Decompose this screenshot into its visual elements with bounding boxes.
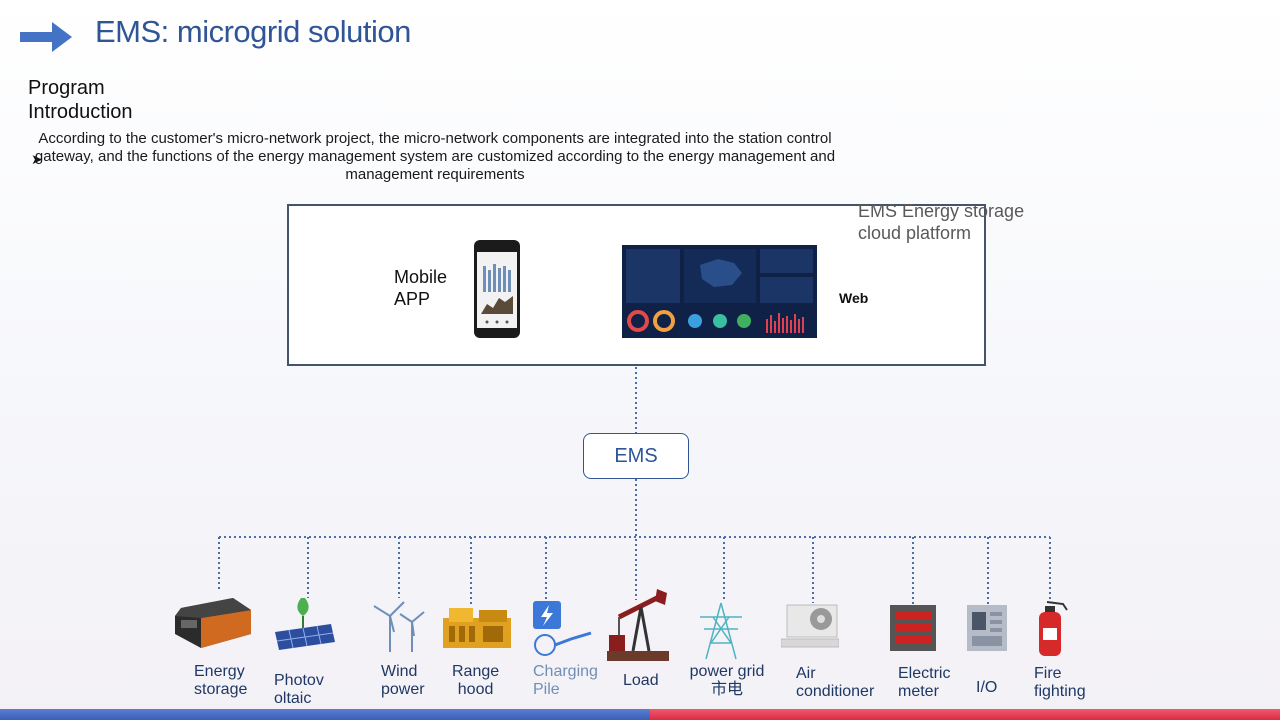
device-label-range-hood: Range hood: [452, 663, 499, 699]
device-label-line2: 市电: [710, 681, 743, 698]
power-tower-icon: [700, 602, 742, 660]
mobile-label-line1: Mobile: [394, 267, 448, 287]
device-label-io: I/O: [976, 679, 997, 697]
device-label-charging-pile: Charging Pile: [533, 663, 598, 699]
fire-extinguisher-icon: [1039, 601, 1068, 656]
device-label-fire-fighting: Fire fighting: [1034, 665, 1086, 701]
device-label-line1: Load: [623, 672, 659, 689]
device-label-energy-storage: Energy storage: [194, 663, 247, 699]
bullet-arrow-icon: ➤: [31, 151, 43, 167]
web-dashboard-image: [622, 245, 817, 338]
device-label-line1: power grid: [689, 663, 765, 680]
charging-pile-icon: [533, 601, 592, 656]
solar-panel-icon: [275, 598, 335, 650]
footer-bar-red: [650, 709, 1280, 720]
mobile-label-line2: APP: [394, 289, 431, 309]
battery-icon: [175, 598, 251, 648]
device-label-line2: storage: [194, 681, 248, 698]
ems-label: EMS: [614, 444, 658, 467]
phone-icon: [474, 240, 520, 338]
device-label-line2: meter: [898, 683, 939, 700]
device-label-line2: hood: [457, 681, 494, 698]
device-label-line2: Pile: [533, 681, 560, 698]
page-title: EMS: microgrid solution: [95, 14, 411, 49]
ems-node: EMS: [583, 433, 689, 479]
intro-heading: Program Introduction: [28, 76, 133, 124]
device-label-line2: power: [381, 681, 425, 698]
intro-heading-line1: Program: [28, 77, 105, 99]
device-label-line1: I/O: [976, 679, 998, 696]
device-label-photovoltaic: Photov oltaic: [274, 672, 324, 708]
device-label-line1: Wind: [381, 663, 418, 680]
generator-icon: [443, 608, 511, 648]
phone-screen: [477, 252, 517, 328]
platform-label: EMS Energy storage cloud platform: [858, 200, 1024, 244]
device-label-line1: Range: [452, 663, 500, 680]
device-label-line1: Fire: [1034, 665, 1062, 682]
intro-description: According to the customer's micro-networ…: [34, 130, 836, 183]
arrow-right-icon: [20, 22, 72, 52]
io-module-icon: [967, 605, 1007, 651]
device-label-line2: oltaic: [274, 690, 312, 707]
device-label-line1: Energy: [194, 663, 245, 680]
device-label-power-grid: power grid 市电: [688, 663, 766, 699]
mobile-app-label: Mobile APP: [394, 266, 447, 310]
device-label-load: Load: [623, 672, 659, 690]
device-label-line1: Charging: [533, 663, 598, 680]
footer-bar-blue: [0, 709, 650, 720]
platform-label-line2: cloud platform: [858, 223, 972, 243]
device-label-line1: Electric: [898, 665, 951, 682]
device-label-air-conditioner: Air conditioner: [796, 665, 874, 701]
wind-turbine-icon: [373, 601, 425, 652]
air-conditioner-icon: [781, 604, 839, 648]
device-label-line2: conditioner: [796, 683, 875, 700]
device-label-line1: Photov: [274, 672, 324, 689]
device-label-wind-power: Wind power: [381, 663, 425, 699]
platform-label-line1: EMS Energy storage: [858, 201, 1025, 221]
device-label-electric-meter: Electric meter: [898, 665, 950, 701]
device-label-line2: fighting: [1034, 683, 1086, 700]
device-label-line1: Air: [796, 665, 816, 682]
web-label: Web: [839, 290, 869, 306]
electric-meter-icon: [890, 605, 936, 651]
intro-heading-line2: Introduction: [28, 101, 133, 123]
oil-pump-icon: [607, 589, 669, 661]
